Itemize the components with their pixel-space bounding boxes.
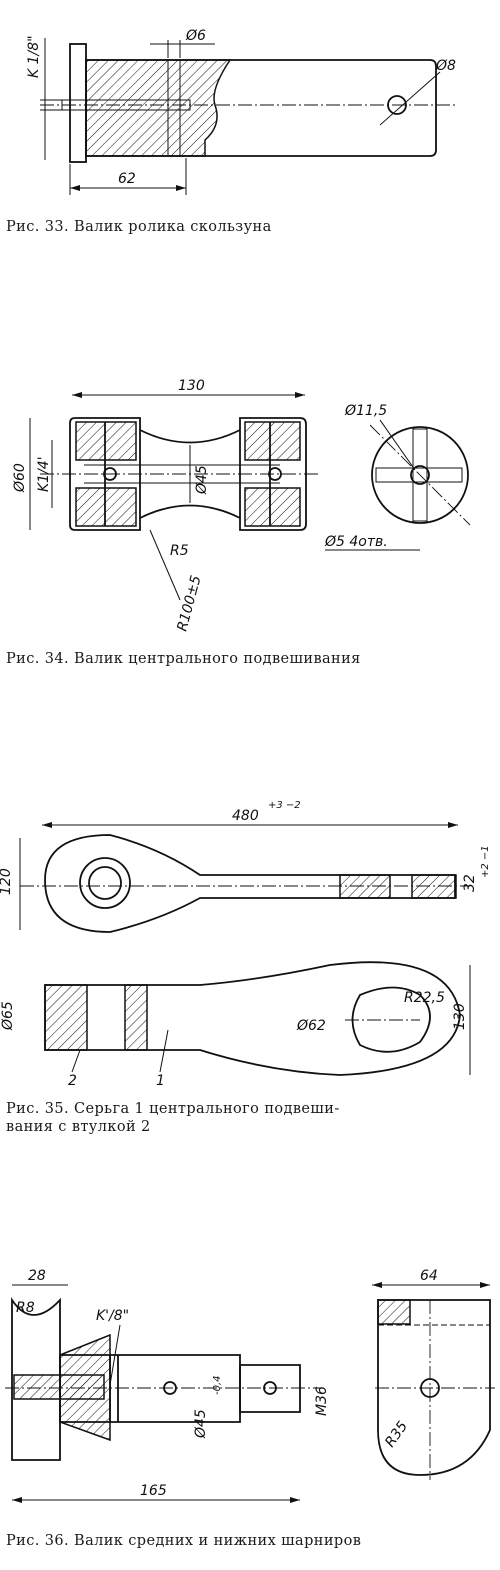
dim-m36: M36	[314, 1386, 330, 1416]
link-top-view	[44, 834, 456, 933]
dim-hole6: Ø6	[185, 28, 206, 44]
dim-480: 480	[232, 808, 259, 824]
section-hatch	[85, 59, 232, 157]
flange	[69, 43, 87, 163]
dim-hole8: Ø8	[435, 58, 456, 74]
shaft-body	[85, 59, 437, 157]
caption-36: Рис. 36. Валик средних и нижних шарниров	[6, 1533, 362, 1549]
dim-thread: K1/4'	[36, 456, 52, 492]
dim-r8: R8	[16, 1300, 35, 1316]
caption-33: Рис. 33. Валик ролика скользуна	[6, 219, 272, 235]
dim-64: 64	[420, 1268, 438, 1284]
dim-480-tol: +3 −2	[268, 800, 301, 811]
dim-r22: R22,5	[404, 990, 445, 1006]
dim-45: Ø45	[194, 465, 210, 495]
leader-8	[379, 71, 441, 126]
caption-35-line1: Рис. 35. Серьга 1 центрального подвеши-	[6, 1101, 340, 1117]
radial-channel	[167, 59, 181, 157]
end-view	[377, 1299, 491, 1476]
figure-35-drawing: 480 +3 −2 120 32 +2 −1 Ø62 R22,5 130 Ø65…	[0, 800, 491, 1089]
dim-r35: R35	[382, 1418, 411, 1450]
figure-34: 130 Ø60 K1/4' Ø45 R5 R100±5 Ø11,5 Ø5 4от…	[0, 360, 500, 680]
caption-34: Рис. 34. Валик центрального подвешивания	[6, 651, 361, 667]
bore-62	[351, 986, 431, 1053]
neck	[139, 429, 241, 519]
link-side-view	[44, 961, 461, 1076]
label-1: 1	[156, 1073, 165, 1089]
dim-32-tol: +2 −1	[480, 845, 491, 878]
dim-holes: Ø5 4отв.	[324, 534, 388, 550]
dim-r100: R100±5	[174, 574, 204, 633]
dim-shaft: Ø45	[193, 1409, 209, 1439]
dim-165: 165	[140, 1483, 167, 1499]
dim-130: 130	[178, 378, 205, 394]
dim-32: 32	[462, 874, 478, 892]
dim-62: 62	[118, 171, 136, 187]
right-collar	[239, 417, 307, 531]
dim-thread: K 1/8"	[26, 35, 42, 78]
dim-11-5: Ø11,5	[344, 403, 387, 419]
dim-thread: K'/8"	[96, 1308, 129, 1324]
dim-62: Ø62	[296, 1018, 326, 1034]
dim-120: 120	[0, 868, 14, 895]
end-view	[371, 426, 469, 524]
center-hole	[410, 465, 430, 485]
dim-r5: R5	[170, 543, 189, 559]
dim-65: Ø65	[0, 1001, 16, 1031]
dim-shaft-tol: -0,4	[212, 1375, 223, 1395]
figure-35: 480 +3 −2 120 32 +2 −1 Ø62 R22,5 130 Ø65…	[0, 780, 500, 1135]
label-2: 2	[68, 1073, 77, 1089]
dim-60: Ø60	[12, 463, 28, 493]
figure-33: K 1/8" Ø6 Ø8 62 Рис. 33. Валик ролика ск…	[0, 0, 500, 260]
figure-36: 28 R8 K'/8" Ø45 -0,4 M36 165 64 R35 Рис.…	[0, 1240, 500, 1570]
dim-130: 130	[452, 1003, 468, 1030]
figure-33-drawing: K 1/8" Ø6 Ø8 62	[26, 28, 456, 195]
threaded-end	[239, 1364, 301, 1413]
figure-36-drawing: 28 R8 K'/8" Ø45 -0,4 M36 165 64 R35	[5, 1268, 495, 1503]
dim-28: 28	[28, 1268, 46, 1284]
caption-35-line2: вания с втулкой 2	[6, 1119, 151, 1135]
hole-8	[387, 95, 407, 115]
left-collar	[69, 417, 141, 531]
figure-34-drawing: 130 Ø60 K1/4' Ø45 R5 R100±5 Ø11,5 Ø5 4от…	[12, 378, 471, 633]
